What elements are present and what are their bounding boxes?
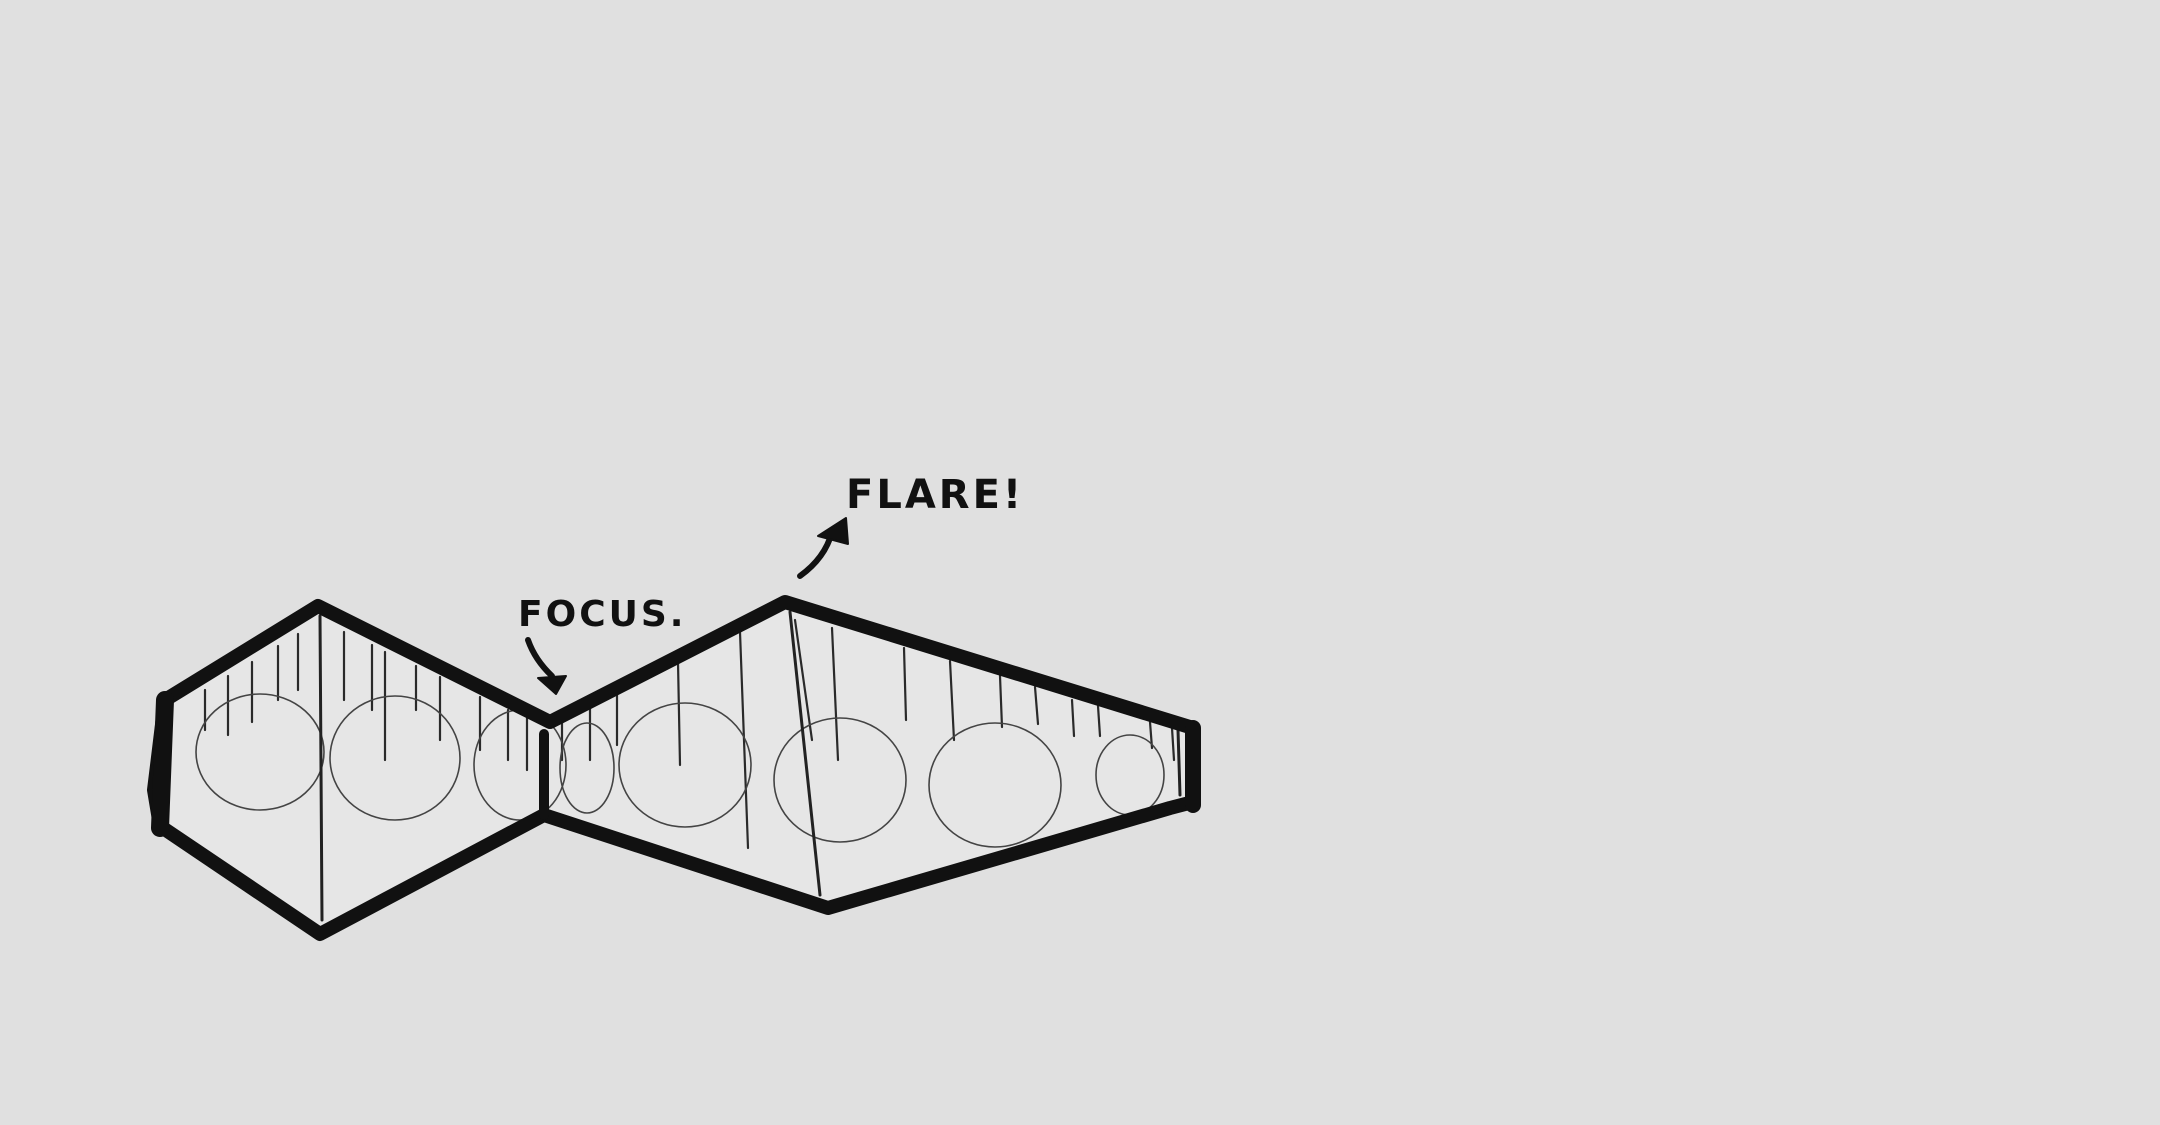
flare-label: Flare! — [846, 472, 1024, 518]
funnel-left-cap — [151, 691, 174, 837]
funnel-body — [160, 605, 1193, 930]
funnel-hatching — [203, 618, 1176, 850]
focus-arrow-head — [537, 675, 567, 695]
focus-label: Focus. — [518, 594, 686, 635]
focus-arrow-shaft — [525, 637, 555, 679]
flare-arrow-head — [817, 517, 849, 545]
